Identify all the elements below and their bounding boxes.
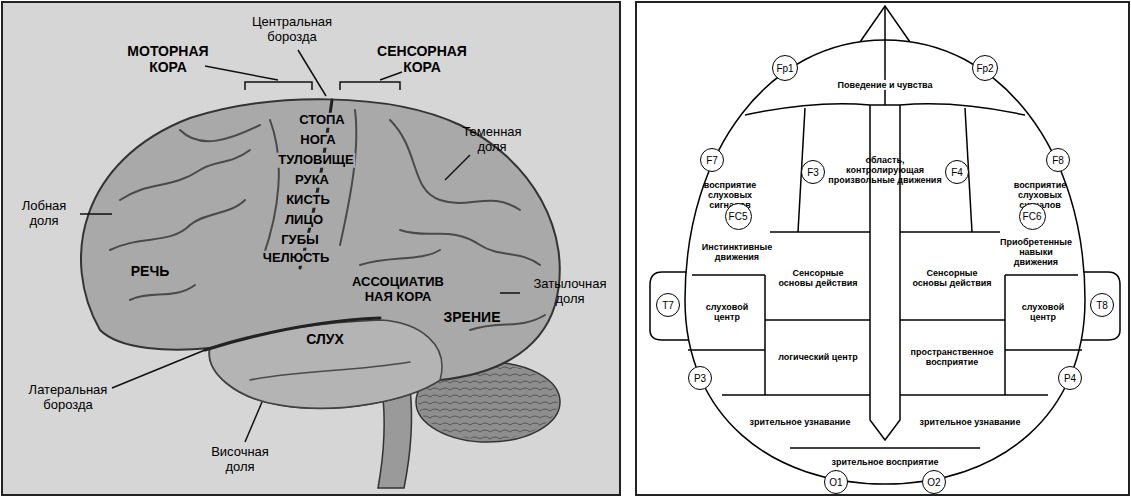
electrode-name: T7 bbox=[662, 300, 674, 311]
brain-area-label: Теменная доля bbox=[452, 125, 532, 154]
temporal-lobe bbox=[209, 320, 441, 408]
panel-frame bbox=[2, 2, 620, 495]
brain-area-label: ГУБЫ bbox=[279, 233, 321, 248]
scalp-region-label: Сенсорные основы действия bbox=[908, 268, 996, 288]
electrode-name: F4 bbox=[951, 167, 963, 178]
brain-area-label: СТОПА bbox=[297, 113, 347, 128]
scalp-region-label: слуховой центр bbox=[700, 302, 755, 322]
scalp-region-label: область, контролирующая произвольные дви… bbox=[826, 155, 944, 185]
brain-area-label: СЕНСОРНАЯ КОРА bbox=[370, 44, 475, 75]
electrode-circle: Fp2 bbox=[972, 55, 998, 81]
electrode-name: F3 bbox=[807, 167, 819, 178]
brain-area-label: Височная доля bbox=[200, 445, 280, 474]
electrode-name: P3 bbox=[694, 373, 706, 384]
brain-area-label: АССОЦИАТИВ НАЯ КОРА bbox=[342, 275, 454, 304]
brain-area-label: КИСТЬ bbox=[284, 193, 332, 208]
electrode-name: FC6 bbox=[1023, 211, 1042, 222]
brain-area-label: ЗРЕНИЕ bbox=[444, 310, 501, 326]
scalp-region-label: зрительное узнавание bbox=[750, 417, 851, 427]
electrode-circle: F3 bbox=[801, 160, 825, 184]
electrode-circle: O2 bbox=[922, 470, 946, 494]
brain-area-label: ТУЛОВИЩЕ bbox=[276, 153, 355, 168]
scalp-region-label: слуховой центр bbox=[1016, 302, 1071, 322]
gyri bbox=[110, 100, 545, 380]
brain-area-label: Центральная борозда bbox=[235, 15, 350, 44]
electrode-name: P4 bbox=[1064, 373, 1076, 384]
electrode-circle: P4 bbox=[1058, 366, 1082, 390]
cerebrum bbox=[81, 99, 560, 408]
electrode-circle: O1 bbox=[824, 470, 848, 494]
scalp-region-label: логический центр bbox=[776, 352, 861, 362]
electrode-name: O2 bbox=[927, 477, 940, 488]
brain-area-label: НОГА bbox=[298, 133, 337, 148]
electrode-circle: T8 bbox=[1090, 293, 1114, 317]
electrode-circle: T7 bbox=[656, 293, 680, 317]
brain-area-label: МОТОРНАЯ КОРА bbox=[121, 44, 216, 75]
electrode-circle: F7 bbox=[700, 148, 724, 172]
scalp-region-label: зрительное узнавание bbox=[920, 417, 1021, 427]
electrode-name: Fp1 bbox=[776, 63, 793, 74]
brain-area-label: СЛУХ bbox=[306, 332, 344, 348]
scalp-region-label: Поведение и чувства bbox=[836, 80, 935, 90]
brain-area-label: Затылочная доля bbox=[525, 277, 615, 306]
scalp-region-label: пространственное восприятие bbox=[902, 347, 1002, 367]
electrode-name: F7 bbox=[706, 155, 718, 166]
brain-area-label: Лобная доля bbox=[9, 199, 79, 228]
brain-area-label: Латеральная борозда bbox=[16, 383, 121, 412]
electrode-circle: Fp1 bbox=[772, 55, 798, 81]
brain-area-label: РЕЧЬ bbox=[131, 264, 170, 280]
panel-frame bbox=[636, 2, 1129, 495]
electrode-circle: F4 bbox=[945, 160, 969, 184]
electrode-name: O1 bbox=[829, 477, 842, 488]
brain-stem bbox=[378, 388, 412, 488]
scalp-region-label: зрительное восприятие bbox=[831, 457, 938, 467]
electrode-name: FC5 bbox=[729, 211, 748, 222]
electrode-circle: P3 bbox=[688, 366, 712, 390]
scalp-region-label: Сенсорные основы действия bbox=[774, 268, 862, 288]
head-scheme bbox=[650, 6, 1120, 484]
electrode-circle: FC6 bbox=[1019, 203, 1046, 230]
electrode-circle: F8 bbox=[1046, 148, 1070, 172]
leader-lines bbox=[80, 50, 520, 442]
electrode-name: T8 bbox=[1096, 300, 1108, 311]
electrode-name: F8 bbox=[1052, 155, 1064, 166]
brain-area-label: ЛИЦО bbox=[283, 213, 325, 228]
scalp-region-label: Приобретенные навыки движения bbox=[996, 237, 1076, 267]
electrode-circle: FC5 bbox=[725, 203, 752, 230]
scalp-region-label: Инстинктивные движения bbox=[695, 242, 780, 262]
brain-area-label: РУКА bbox=[293, 173, 331, 188]
brain-area-label: ЧЕЛЮСТЬ bbox=[261, 251, 332, 266]
electrode-name: Fp2 bbox=[976, 63, 993, 74]
